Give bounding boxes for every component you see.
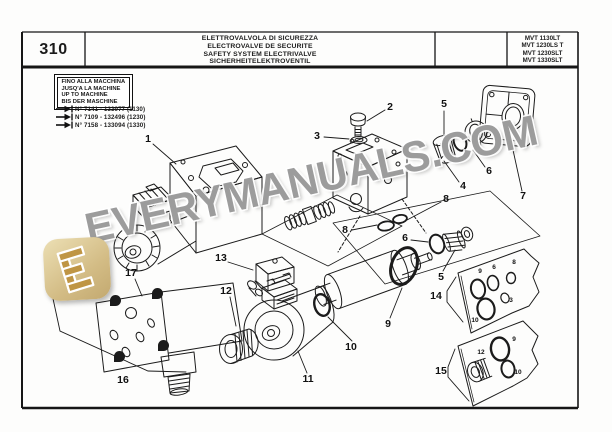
everymanuals-logo bbox=[42, 236, 112, 302]
panel-outline-large bbox=[332, 190, 541, 285]
part-16-block bbox=[95, 282, 243, 396]
serial-text: N° 7109 - 132496 (1230) bbox=[75, 113, 146, 121]
arrow-icon bbox=[56, 105, 73, 113]
callout-11: 11 bbox=[302, 373, 314, 385]
callout-13: 13 bbox=[215, 252, 227, 264]
callout-8a: 8 bbox=[443, 193, 449, 205]
callout-8b: 8 bbox=[342, 224, 348, 236]
part-5-spring bbox=[442, 226, 474, 252]
part-11-coil bbox=[243, 272, 335, 361]
callout-14: 14 bbox=[430, 290, 442, 302]
callout-leaders bbox=[43, 109, 523, 402]
page-number: 310 bbox=[39, 41, 68, 58]
callout-17: 17 bbox=[125, 267, 137, 279]
part-7-gasket bbox=[478, 84, 536, 148]
callout-1: 1 bbox=[145, 133, 151, 145]
model-item: MVT 1130LT bbox=[524, 35, 561, 42]
part-15-seal-kit bbox=[457, 320, 539, 407]
callout-15: 15 bbox=[435, 365, 447, 377]
arrow-icon bbox=[56, 121, 73, 129]
arrow-icon bbox=[56, 113, 73, 121]
callout-9: 9 bbox=[385, 318, 391, 330]
validity-line-it: FINO ALLA MACCHINA bbox=[61, 79, 126, 85]
validity-line-fr: JUSQ'A LA MACHINE bbox=[61, 85, 121, 92]
part-1-valve-assembly bbox=[113, 145, 263, 272]
callout-5a: 5 bbox=[441, 98, 447, 110]
kit15-item-9: 9 bbox=[512, 336, 516, 343]
callout-12: 12 bbox=[220, 285, 232, 297]
part-10-oring bbox=[313, 292, 331, 318]
kit14-item-9: 9 bbox=[478, 268, 482, 275]
kit15-item-10: 10 bbox=[514, 369, 522, 376]
part-14-seal-kit bbox=[457, 248, 540, 334]
title-block: ELETTROVALVOLA DI SICUREZZA ELECTROVALVE… bbox=[85, 35, 435, 66]
callout-6a: 6 bbox=[486, 165, 492, 177]
part-6-oring bbox=[428, 233, 446, 255]
title-french: ELECTROVALVE DE SECURITE bbox=[207, 42, 313, 50]
callout-7: 7 bbox=[520, 190, 526, 202]
callout-4: 4 bbox=[460, 180, 466, 192]
model-item: MVT 1230LS T bbox=[521, 42, 564, 50]
callout-3: 3 bbox=[314, 130, 320, 142]
kit14-item-8: 8 bbox=[512, 259, 516, 266]
part-4-5-plug-cluster bbox=[432, 118, 490, 164]
validity-box: FINO ALLA MACCHINA JUSQ'A LA MACHINE UP … bbox=[54, 74, 133, 111]
title-italian: ELETTROVALVOLA DI SICUREZZA bbox=[201, 35, 319, 42]
serial-text: N° 7158 - 133094 (1330) bbox=[75, 121, 146, 129]
serial-list: N° 7141 - 133977 (1130) N° 7109 - 132496… bbox=[56, 105, 145, 129]
callout-16: 16 bbox=[117, 374, 129, 386]
logo-e-icon bbox=[56, 245, 95, 294]
serial-row: N° 7158 - 133094 (1330) bbox=[56, 121, 145, 129]
model-item: MVT 1330SLT bbox=[522, 57, 563, 65]
part-9-oring bbox=[389, 246, 419, 286]
serial-text: N° 7141 - 133977 (1130) bbox=[75, 105, 146, 113]
part-12-nut bbox=[219, 328, 259, 364]
serial-row: N° 7141 - 133977 (1130) bbox=[56, 105, 145, 113]
title-german: SICHERHEITELEKTROVENTIL bbox=[209, 58, 311, 66]
validity-line-en: UP TO MACHINE bbox=[61, 92, 108, 99]
callout-10: 10 bbox=[345, 341, 357, 353]
part-13-connector bbox=[247, 256, 295, 297]
callout-2: 2 bbox=[387, 101, 393, 113]
title-english: SAFETY SYSTEM ELECTRIVALVE bbox=[203, 50, 317, 58]
kit14-item-3: 3 bbox=[509, 297, 513, 304]
part-2-bolt bbox=[350, 112, 366, 137]
callout-5b: 5 bbox=[438, 271, 444, 283]
callout-6b: 6 bbox=[402, 232, 408, 244]
kit15-item-12: 12 bbox=[477, 349, 485, 356]
page-frame bbox=[21, 31, 579, 410]
spool-springs bbox=[284, 201, 336, 231]
serial-row: N° 7109 - 132496 (1230) bbox=[56, 113, 145, 121]
part-8-orings bbox=[377, 213, 408, 232]
model-list: MVT 1130LT MVT 1230LS T MVT 1230SLT MVT … bbox=[507, 35, 578, 65]
kit14-item-10: 10 bbox=[471, 317, 479, 324]
model-item: MVT 1230SLT bbox=[522, 49, 563, 57]
kit14-item-6: 6 bbox=[492, 264, 496, 271]
validity-line-de: BIS DER MASCHINE bbox=[61, 98, 118, 105]
